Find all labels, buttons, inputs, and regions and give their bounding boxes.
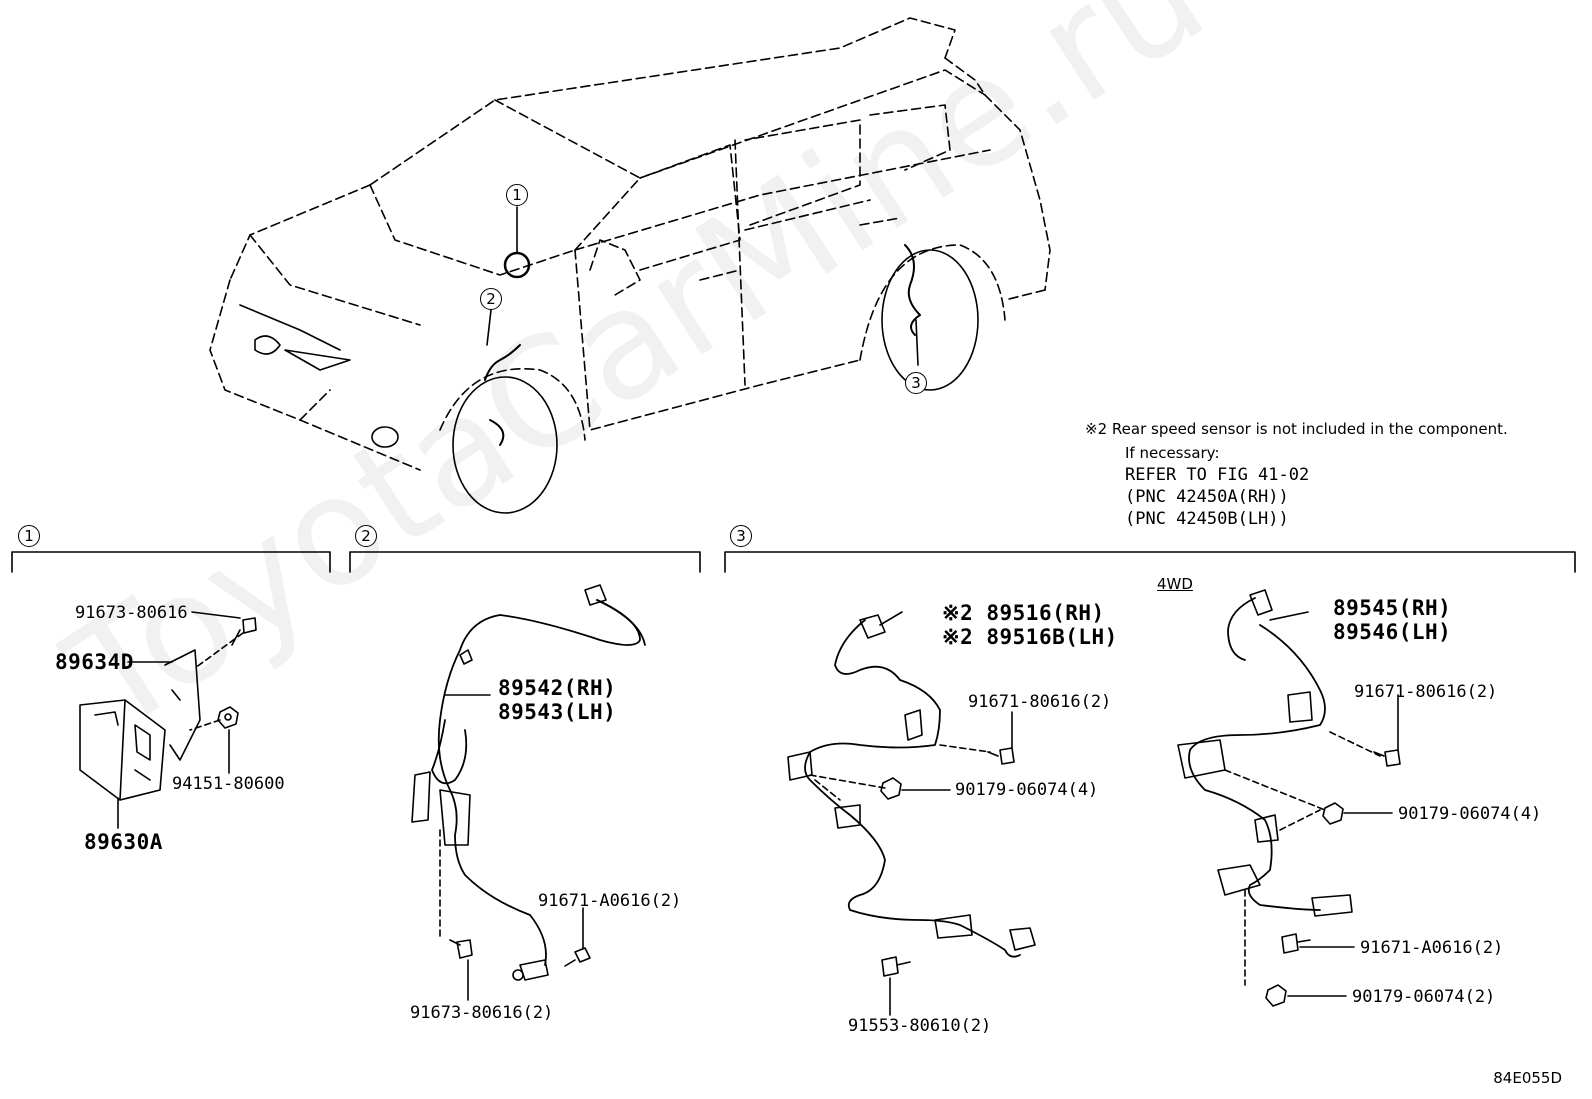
rear-harness-a-sensor bbox=[1009, 927, 1036, 951]
part-91553-80610: 91553-80610(2) bbox=[848, 1016, 992, 1036]
section-2-label: 2 bbox=[355, 525, 377, 547]
section-1-assembly-lines bbox=[189, 632, 244, 731]
bolt-91673-80616-front bbox=[449, 939, 473, 959]
bolt-91671-A0616-front bbox=[564, 947, 591, 967]
part-89516-rh: ※2 89516(RH) bbox=[942, 601, 1105, 625]
note-text: Rear speed sensor is not included in the… bbox=[1111, 420, 1508, 438]
section-3b-leaders bbox=[1269, 611, 1399, 997]
section-3a-assembly-lines bbox=[809, 744, 991, 801]
nut-94151-80600 bbox=[217, 706, 239, 729]
rear-wheel bbox=[881, 249, 979, 391]
nut-90179-06074-c bbox=[1265, 984, 1287, 1007]
vehicle-outline bbox=[209, 17, 1051, 471]
section-1-bracket bbox=[11, 551, 331, 573]
part-94151-80600: 94151-80600 bbox=[172, 774, 285, 794]
section-2-bracket bbox=[349, 551, 701, 573]
note-line-3: REFER TO FIG 41-02 bbox=[1125, 465, 1310, 485]
rear-harness-b-brackets bbox=[1177, 691, 1313, 896]
rear-harness-b bbox=[1188, 597, 1326, 911]
front-harness-connector bbox=[584, 584, 607, 606]
section-3-label: 3 bbox=[730, 525, 752, 547]
front-sensor-head bbox=[512, 959, 549, 981]
note-line-5: (PNC 42450B(LH)) bbox=[1125, 509, 1289, 529]
part-89630A: 89630A bbox=[84, 830, 163, 854]
diagram-code: 84E055D bbox=[1493, 1069, 1562, 1087]
ecu-bracket bbox=[164, 649, 201, 761]
section-3-bracket bbox=[724, 551, 1576, 573]
part-89546-lh: 89546(LH) bbox=[1333, 620, 1452, 644]
section-1-leaders bbox=[117, 611, 241, 829]
part-89545-rh: 89545(RH) bbox=[1333, 596, 1452, 620]
callout-3: 3 bbox=[905, 372, 927, 394]
note-line-1: ※2 Rear speed sensor is not included in … bbox=[1085, 422, 1508, 437]
front-wheel bbox=[452, 376, 558, 514]
rear-harness-a-connector bbox=[859, 614, 886, 639]
part-90179-06074-a: 90179-06074(4) bbox=[955, 780, 1099, 800]
section-2-leaders bbox=[444, 694, 584, 1001]
bolt-91671-80616-a bbox=[987, 747, 1015, 765]
note-line-2: If necessary: bbox=[1125, 444, 1220, 462]
part-91671-80616-b: 91671-80616(2) bbox=[1354, 682, 1498, 702]
note-line-4: (PNC 42450A(RH)) bbox=[1125, 487, 1289, 507]
ecu-location-marker bbox=[503, 251, 531, 279]
note-mark: ※2 bbox=[1085, 420, 1108, 438]
rear-harness-b-sensor bbox=[1311, 894, 1353, 917]
part-90179-06074-b: 90179-06074(4) bbox=[1398, 804, 1542, 824]
front-harness-bracket bbox=[411, 649, 473, 846]
subgroup-4wd: 4WD bbox=[1157, 575, 1193, 593]
nut-90179-06074-b bbox=[1322, 802, 1344, 825]
rear-harness-a bbox=[804, 619, 1021, 958]
front-lights bbox=[239, 304, 399, 448]
part-90179-06074-2: 90179-06074(2) bbox=[1352, 987, 1496, 1007]
part-89634D: 89634D bbox=[55, 650, 134, 674]
callout-2-leader bbox=[486, 309, 492, 346]
part-89543-lh: 89543(LH) bbox=[498, 700, 617, 724]
front-sensor-harness bbox=[431, 599, 646, 966]
part-91671-80616-a: 91671-80616(2) bbox=[968, 692, 1112, 712]
rear-harness-a-brackets bbox=[787, 709, 973, 939]
callout-2: 2 bbox=[480, 288, 502, 310]
part-91673-80616: 91673-80616 bbox=[75, 603, 188, 623]
part-91673-80616-2: 91673-80616(2) bbox=[410, 1003, 554, 1023]
callout-3-leader bbox=[915, 319, 919, 366]
callout-1: 1 bbox=[506, 184, 528, 206]
vehicle-sensor-wires bbox=[484, 244, 921, 446]
section-3b-assembly-lines bbox=[1224, 731, 1381, 986]
bolt-91671-A0616-rear bbox=[1281, 933, 1311, 954]
bolt-91673-80616 bbox=[231, 617, 257, 646]
nut-90179-06074-a bbox=[880, 777, 902, 800]
part-89516B-lh: ※2 89516B(LH) bbox=[942, 625, 1118, 649]
bolt-91671-80616-b bbox=[1373, 749, 1401, 767]
ecu-module bbox=[79, 699, 166, 801]
part-89542-rh: 89542(RH) bbox=[498, 676, 617, 700]
rear-harness-b-connector bbox=[1249, 589, 1273, 616]
section-3a-leaders bbox=[879, 611, 1013, 1016]
bolt-91553-80610 bbox=[881, 956, 911, 977]
part-91671-A0616-front: 91671-A0616(2) bbox=[538, 891, 682, 911]
section-1-label: 1 bbox=[18, 525, 40, 547]
part-91671-A0616-rear: 91671-A0616(2) bbox=[1360, 938, 1504, 958]
